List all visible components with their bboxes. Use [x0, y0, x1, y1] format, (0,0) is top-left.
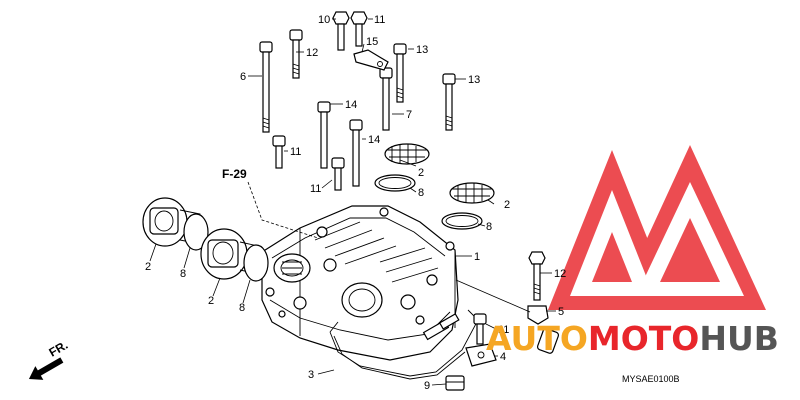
- callout-11: 11: [498, 324, 509, 336]
- callout-8: 8: [418, 187, 424, 199]
- callout-numbers: 10 11 15 12 13 6 13 14 7 14 11 2 11 8 2 …: [145, 14, 566, 392]
- cap-on-cover-right: [449, 182, 495, 204]
- brand-part-auto: AUTO: [486, 319, 588, 358]
- callout-4: 4: [500, 351, 506, 363]
- side-plug-lower: [200, 228, 269, 282]
- bolt-11-mid: [331, 157, 345, 191]
- arrow-icon: [28, 357, 64, 380]
- callout-10: 10: [318, 14, 330, 26]
- bolt-12-upper: [289, 29, 303, 79]
- callout-2: 2: [418, 167, 424, 179]
- front-label: FR.: [47, 338, 71, 360]
- callout-2: 2: [208, 295, 214, 307]
- watermark-logo-icon: [548, 145, 766, 310]
- head-cover-gasket: [329, 309, 479, 380]
- callout-14: 14: [368, 134, 380, 146]
- bolt-7: [379, 67, 393, 131]
- bolt-14-lower: [349, 119, 363, 187]
- bracket-15: [353, 49, 389, 71]
- bolt-10: [332, 11, 350, 51]
- callout-12: 12: [306, 47, 318, 59]
- callout-8: 8: [239, 302, 245, 314]
- brand-part-hub: HUB: [699, 319, 779, 358]
- callout-8: 8: [180, 268, 186, 280]
- front-direction-indicator: FR.: [28, 338, 71, 380]
- drawing-code: MYSAE0100B: [622, 374, 680, 384]
- callout-3: 3: [308, 369, 314, 381]
- callout-13: 13: [468, 74, 480, 86]
- grommet: [536, 328, 560, 354]
- bolt-12-right: [528, 251, 546, 301]
- bolt-13-right: [442, 73, 456, 131]
- section-reference: F-29: [222, 167, 247, 181]
- bolt-13-upper: [393, 43, 407, 103]
- bolt-14-upper: [317, 101, 331, 169]
- callout-11: 11: [310, 183, 321, 195]
- side-plug-upper: [142, 197, 209, 251]
- brand-part-moto: MOTO: [588, 319, 699, 358]
- callout-13: 13: [416, 44, 428, 56]
- callout-1: 1: [474, 251, 480, 263]
- callout-7: 7: [406, 109, 412, 121]
- callout-15: 15: [366, 36, 378, 48]
- callout-11: 11: [290, 146, 301, 158]
- cap-on-cover-left: [384, 143, 430, 165]
- watermark-brand-text: AUTOMOTOHUB: [486, 319, 779, 358]
- callout-2: 2: [145, 261, 151, 273]
- seal-9: [445, 375, 465, 391]
- callout-5: 5: [558, 306, 564, 318]
- washer-4: [465, 343, 497, 367]
- callout-11: 11: [374, 14, 385, 26]
- leader-lines: [149, 18, 556, 386]
- clamp-5: [527, 305, 549, 325]
- callout-14: 14: [345, 99, 357, 111]
- bolt-11-lower-right: [473, 313, 487, 345]
- callout-12: 12: [554, 268, 566, 280]
- callout-8: 8: [486, 221, 492, 233]
- bolt-6: [259, 41, 273, 133]
- callout-9: 9: [424, 380, 430, 392]
- callout-6: 6: [240, 71, 246, 83]
- bolt-11-left: [272, 135, 286, 169]
- callout-2: 2: [504, 199, 510, 211]
- bolt-11-top: [350, 11, 368, 47]
